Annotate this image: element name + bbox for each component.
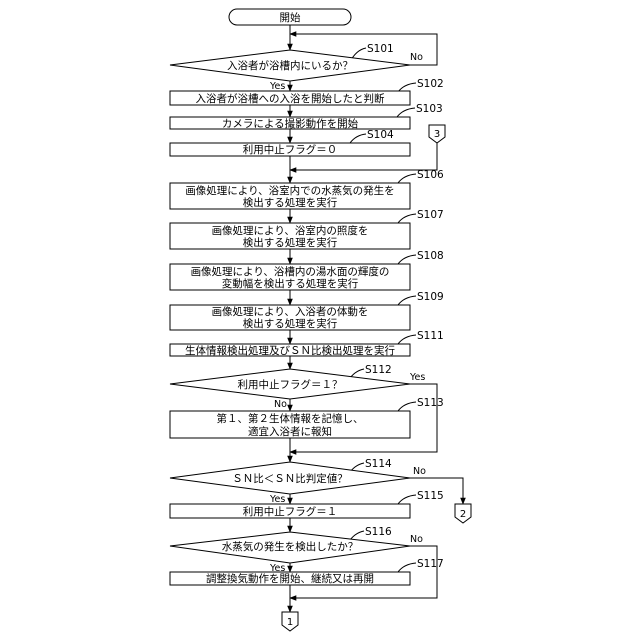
node-text-s106-line2: 検出する処理を実行 — [243, 196, 338, 209]
branch-s112-yes: Yes — [409, 372, 425, 383]
connector-1-label: 1 — [287, 617, 293, 628]
branch-s114-yes: Yes — [269, 494, 285, 505]
node-text-s109-line1: 画像処理により、入浴者の体動を — [212, 305, 369, 318]
step-label-s114: S114 — [365, 458, 392, 470]
connector-2-label: 2 — [460, 509, 466, 520]
connector-3-label: 3 — [434, 129, 440, 140]
branch-s114-no: No — [413, 466, 426, 477]
node-text-s109-line2: 検出する処理を実行 — [243, 317, 338, 330]
node-text-s112: 利用中止フラグ＝１？ — [238, 378, 343, 391]
node-text-s108-line2: 変動幅を検出する処理を実行 — [222, 277, 359, 290]
node-text-s102: 入浴者が浴槽への入浴を開始したと判断 — [196, 92, 385, 105]
step-label-s101: S101 — [367, 43, 394, 55]
step-label-s103: S103 — [416, 103, 443, 115]
start-label: 開始 — [280, 11, 301, 24]
step-label-s112: S112 — [365, 364, 392, 376]
step-label-s115: S115 — [417, 490, 444, 502]
step-label-s102: S102 — [417, 78, 444, 90]
step-label-s116: S116 — [365, 526, 392, 538]
branch-s101-no: No — [410, 52, 423, 63]
node-text-s107-line1: 画像処理により、浴室内の照度を — [212, 224, 369, 237]
node-text-s113-line1: 第１、第２生体情報を記憶し、 — [217, 412, 364, 425]
step-label-s104: S104 — [367, 129, 394, 141]
step-label-s111: S111 — [417, 330, 444, 342]
step-label-s117: S117 — [417, 558, 444, 570]
node-text-s101: 入浴者が浴槽内にいるか？ — [227, 59, 353, 72]
branch-s116-yes: Yes — [269, 563, 285, 574]
node-text-s111: 生体情報検出処理及びＳＮ比検出処理を実行 — [185, 344, 395, 357]
node-text-s113-line2: 適宜入浴者に報知 — [248, 425, 332, 438]
node-text-s106-line1: 画像処理により、浴室内での水蒸気の発生を — [185, 184, 394, 197]
step-label-s106: S106 — [417, 169, 444, 181]
step-label-s107: S107 — [417, 209, 444, 221]
step-label-s108: S108 — [417, 250, 444, 262]
node-text-s115: 利用中止フラグ＝１ — [243, 505, 338, 518]
node-text-s104: 利用中止フラグ＝０ — [243, 143, 338, 156]
node-text-s103: カメラによる撮影動作を開始 — [222, 117, 359, 130]
step-label-s109: S109 — [417, 291, 444, 303]
branch-s112-no: No — [274, 399, 287, 410]
branch-s116-no: No — [410, 534, 423, 545]
step-label-s113: S113 — [417, 397, 444, 409]
node-text-s117: 調整換気動作を開始、継続又は再開 — [206, 572, 374, 585]
node-text-s108-line1: 画像処理により、浴槽内の湯水面の輝度の — [191, 265, 390, 278]
node-text-s116: 水蒸気の発生を検出したか？ — [222, 540, 359, 553]
node-text-s114: ＳＮ比＜ＳＮ比判定値？ — [232, 472, 348, 485]
node-text-s107-line2: 検出する処理を実行 — [243, 236, 338, 249]
branch-s101-yes: Yes — [269, 81, 285, 92]
